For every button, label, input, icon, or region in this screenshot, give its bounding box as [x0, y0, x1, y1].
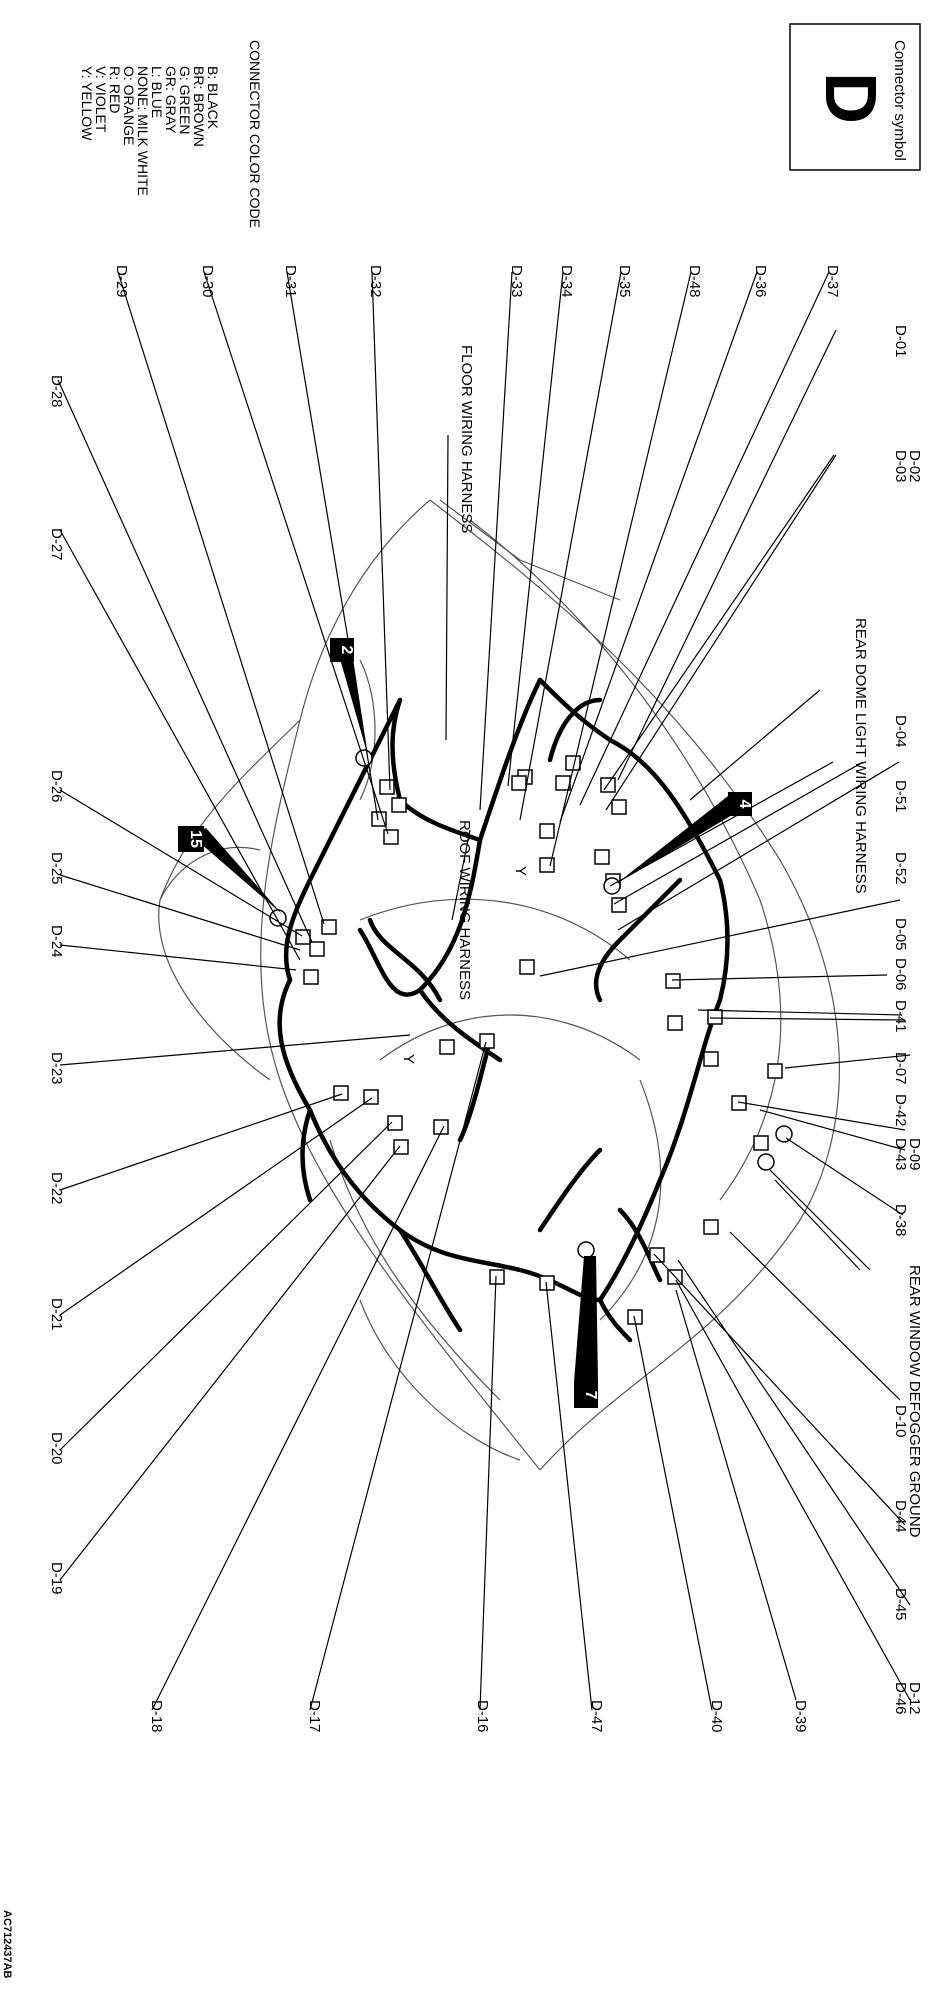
badge-marker — [728, 792, 752, 816]
connector-label: D-33 — [508, 265, 525, 298]
connector-label: D-27 — [48, 528, 65, 561]
connector-label: D-34 — [558, 265, 575, 298]
connector-label: D-19 — [48, 1562, 65, 1595]
legend-item: B: BLACK — [205, 66, 221, 130]
connector-label: D-43 — [892, 1138, 909, 1171]
legend-item: NONE: MILK WHITE — [135, 66, 151, 196]
connector-label: D-18 — [148, 1700, 165, 1733]
connector-label: D-38 — [892, 1204, 909, 1237]
connector-label: D-47 — [588, 1700, 605, 1733]
connector-label: D-46 — [892, 1682, 909, 1715]
connector-label: D-16 — [474, 1700, 491, 1733]
legend-item: G: GREEN — [177, 66, 193, 134]
color-tag: Y — [512, 866, 529, 876]
connector-label: D-28 — [48, 375, 65, 408]
connector-labels-top: D-37 D-36 D-48 D-35 D-34 D-33 D-32 D-31 … — [48, 265, 841, 561]
badge-number: 7 — [582, 1391, 599, 1400]
connector-label: D-20 — [48, 1432, 65, 1465]
rear-dome-harness-label: REAR DOME LIGHT WIRING HARNESS — [852, 618, 869, 894]
connector-label: D-44 — [892, 1500, 909, 1533]
legend-item: V: VIOLET — [93, 66, 109, 133]
callout-badges: 2 4 15 7 — [178, 638, 753, 1408]
badge-marker — [574, 1382, 598, 1408]
connector-label: D-29 — [113, 265, 130, 298]
legend-item: O: ORANGE — [121, 66, 137, 145]
connector-label: D-36 — [752, 265, 769, 298]
connector-label: D-32 — [367, 265, 384, 298]
connector-label: D-26 — [48, 770, 65, 803]
legend-item: GR: GRAY — [163, 66, 179, 134]
connector-symbol-box: Connector symbol D — [789, 23, 921, 171]
connector-label: D-05 — [892, 918, 909, 951]
connector-label: D-24 — [48, 925, 65, 958]
connector-labels-right: D-01 D-02 D-03 D-04 D-51 D-52 D-05 D-06 … — [892, 325, 923, 1715]
connector-label: D-17 — [306, 1700, 323, 1733]
connector-label: D-23 — [48, 1052, 65, 1085]
legend-item: Y: YELLOW — [79, 66, 95, 141]
connector-label: D-52 — [892, 852, 909, 885]
connector-label: D-25 — [48, 852, 65, 885]
leader-lines — [57, 271, 911, 1711]
connector-label: D-51 — [892, 780, 909, 813]
floor-harness-label: FLOOR WIRING HARNESS — [458, 345, 475, 533]
connector-label: D-02 — [906, 450, 923, 483]
connector-label: D-04 — [892, 715, 909, 748]
connector-label: D-41 — [892, 1000, 909, 1033]
connector-label: D-09 — [906, 1138, 923, 1171]
legend-item: R: RED — [107, 66, 123, 113]
connector-label: D-01 — [892, 325, 909, 358]
badge-number: 2 — [338, 646, 355, 655]
badge-marker — [330, 638, 354, 662]
rear-window-ground-label: REAR WINDOW DEFOGGER GROUND — [906, 1265, 923, 1538]
badge-marker — [178, 826, 204, 852]
connector-label: D-07 — [892, 1052, 909, 1085]
connector-symbol-title: Connector symbol — [891, 40, 908, 161]
connector-label: D-37 — [824, 265, 841, 298]
connector-blocks — [269, 749, 793, 1325]
connector-symbol-letter: D — [810, 72, 890, 124]
connector-label: D-40 — [708, 1700, 725, 1733]
legend-item: L: BLUE — [149, 66, 165, 118]
badge-number: 4 — [736, 800, 753, 809]
figure-code: AC712437AB — [1, 1910, 13, 1979]
vehicle-outline — [158, 499, 840, 1471]
connector-label: D-12 — [906, 1682, 923, 1715]
connector-label: D-06 — [892, 958, 909, 991]
connector-label: D-45 — [892, 1588, 909, 1621]
connector-label: D-35 — [616, 265, 633, 298]
connector-label: D-21 — [48, 1298, 65, 1331]
color-tag: Y — [400, 1054, 417, 1064]
connector-label: D-10 — [892, 1405, 909, 1438]
connector-label: D-31 — [282, 265, 299, 298]
connector-label: D-22 — [48, 1172, 65, 1205]
legend-heading: CONNECTOR COLOR CODE — [247, 40, 263, 228]
roof-harness-label: ROOF WIRING HARNESS — [456, 820, 473, 1000]
connector-label: D-39 — [792, 1700, 809, 1733]
connector-labels-left: D-26 D-25 D-24 D-23 D-22 D-21 D-20 D-19 … — [48, 770, 809, 1733]
connector-label: D-30 — [199, 265, 216, 298]
connector-label: D-03 — [892, 450, 909, 483]
connector-color-legend: CONNECTOR COLOR CODE B: BLACK BR: BROWN … — [79, 40, 263, 228]
wiring-harness — [277, 677, 730, 1343]
connector-label: D-42 — [892, 1094, 909, 1127]
legend-item: BR: BROWN — [191, 66, 207, 147]
badge-number: 15 — [187, 830, 204, 848]
connector-label: D-48 — [686, 265, 703, 298]
